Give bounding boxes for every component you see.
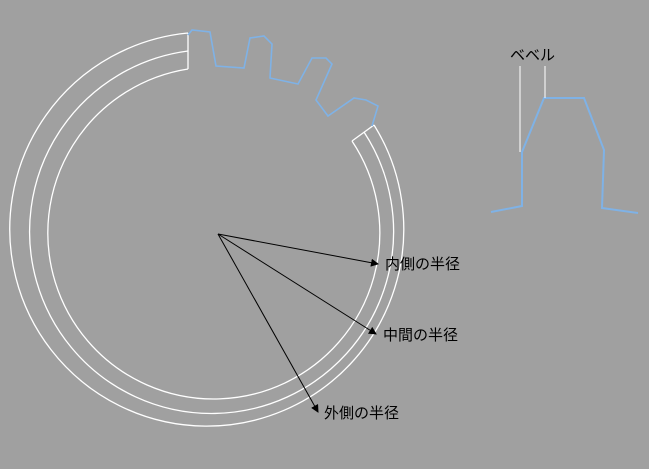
tooth-detail-profile bbox=[490, 97, 639, 214]
outer-ring bbox=[9, 32, 405, 427]
middle-ring bbox=[29, 50, 395, 415]
inner-ring bbox=[47, 68, 381, 400]
outer-radius-label: 外側の半径 bbox=[324, 404, 400, 422]
ring-cut-edges bbox=[187, 33, 375, 142]
inner-radius-label: 内側の半径 bbox=[385, 255, 461, 273]
middle-radius-arrow bbox=[217, 233, 377, 335]
inner-radius-arrow bbox=[217, 233, 379, 267]
gear-teeth-profile bbox=[187, 29, 379, 127]
bevel-label: ベベル bbox=[510, 46, 556, 64]
right-cut-edge bbox=[351, 124, 375, 142]
middle-radius-label: 中間の半径 bbox=[383, 326, 459, 344]
radius-arrows bbox=[217, 233, 379, 413]
tooth-detail bbox=[490, 66, 639, 214]
gear-rings bbox=[9, 32, 405, 427]
outer-radius-arrow bbox=[217, 233, 319, 413]
